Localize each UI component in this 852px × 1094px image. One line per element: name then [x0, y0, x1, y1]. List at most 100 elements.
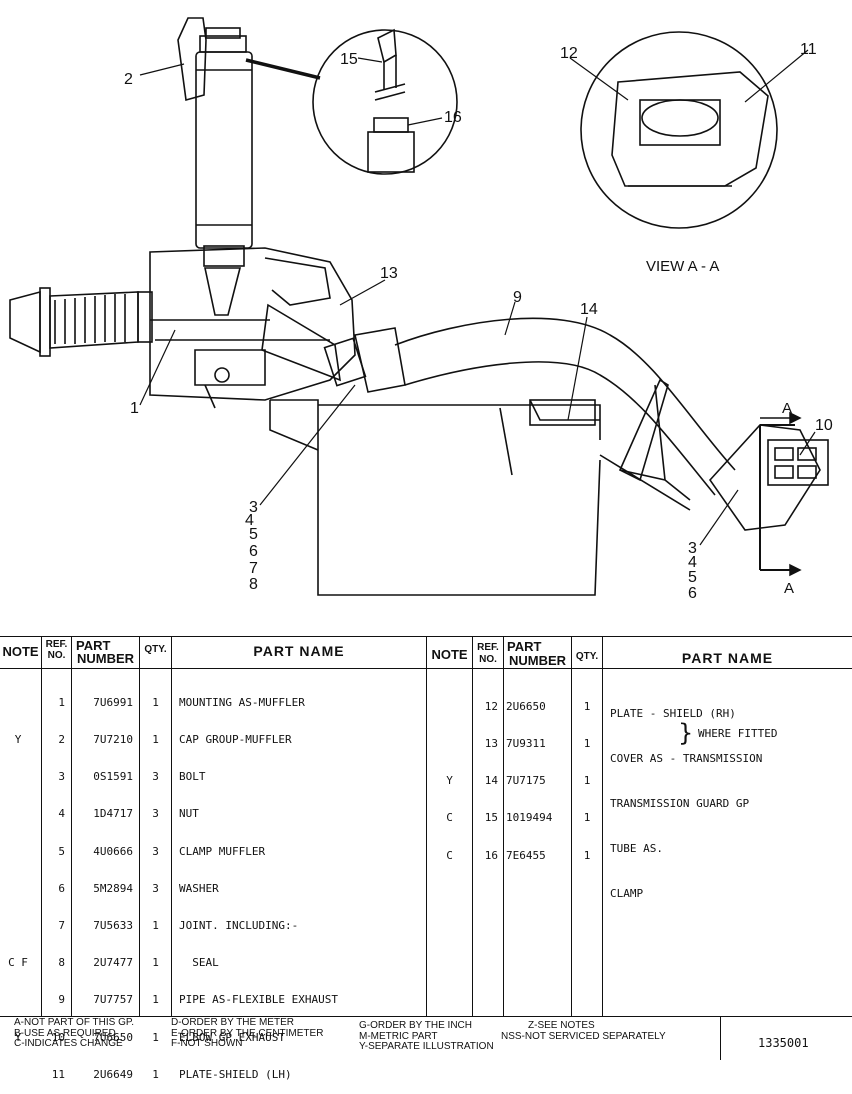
section-marker-bottom: A — [784, 580, 794, 597]
row-part-number: 7U7757 — [93, 993, 133, 1007]
table-bottom-border — [0, 1016, 852, 1017]
row-ref: 4 — [58, 807, 65, 821]
callout-labels: 2 1 3 4 5 6 7 8 13 9 14 10 12 11 15 16 3… — [124, 41, 833, 602]
header-ref-a: REF. — [477, 642, 499, 653]
row-qty: 1 — [583, 737, 591, 751]
row-ref: 9 — [58, 993, 65, 1007]
row-qty: 1 — [152, 993, 159, 1007]
row-part-number: 7U5633 — [93, 919, 133, 933]
divider — [602, 636, 603, 1016]
callout-1: 1 — [130, 400, 139, 417]
callout-11: 11 — [800, 41, 817, 58]
header-ref-b: NO. — [47, 650, 66, 661]
callout-8: 8 — [249, 576, 258, 593]
callout-leaders — [139, 49, 816, 546]
footer-code: F-NOT SHOWN — [171, 1038, 243, 1049]
divider — [472, 636, 473, 1016]
row-qty: 1 — [152, 1030, 159, 1044]
header-part-name: PART NAME — [253, 643, 345, 659]
row-part-name: SEAL — [179, 956, 219, 970]
brace-symbol: } — [678, 719, 694, 747]
row-part-name: ELBOW GP EXHAUST — [179, 1030, 285, 1044]
row-ref: 11 — [51, 1067, 65, 1081]
row-note — [0, 697, 36, 709]
callout-15: 15 — [340, 51, 358, 68]
row-ref: 10 — [51, 1030, 65, 1044]
row-part-name: TUBE AS. — [610, 842, 663, 855]
header-note: NOTE — [2, 644, 39, 659]
row-part-number: 7U9311 — [506, 737, 546, 751]
row-ref: 15 — [484, 811, 498, 825]
divider — [426, 636, 427, 1016]
row-part-number: 0S1591 — [93, 770, 133, 784]
callout-7: 7 — [249, 560, 258, 577]
callout-right-5: 5 — [688, 569, 697, 586]
header-part-b: NUMBER — [76, 651, 135, 666]
row-ref: 12 — [484, 699, 498, 713]
row-ref: 6 — [58, 881, 65, 895]
row-ref: 7 — [58, 919, 65, 933]
row-qty: 1 — [583, 811, 591, 825]
row-note — [427, 738, 472, 750]
row-part-number: 1D4717 — [93, 807, 133, 821]
callout-right-4: 4 — [688, 554, 697, 571]
row-part-name: WASHER — [179, 881, 219, 895]
footer-codes-4: Z-SEE NOTES NSS-NOT SERVICED SEPARATELY — [501, 1020, 666, 1042]
row-note: Y — [14, 1030, 22, 1044]
row-qty: 3 — [152, 770, 159, 784]
footer-code: B-USE AS REQUIRED — [14, 1027, 116, 1039]
header-ref-a: REF. — [45, 639, 68, 650]
row-part-name: NUT — [179, 807, 199, 821]
header-part-a: PART — [507, 639, 542, 654]
row-part-name: PLATE - SHIELD (RH) — [610, 707, 736, 720]
row-part-name: MOUNTING AS-MUFFLER — [179, 695, 305, 709]
row-part-number: 2U6649 — [93, 1067, 133, 1081]
footer-divider — [720, 1016, 721, 1060]
right-name-column: PLATE - SHIELD (RH) COVER AS - TRANSMISS… — [610, 676, 850, 916]
row-part-name: CAP GROUP-MUFFLER — [179, 733, 292, 747]
row-part-name: BOLT — [179, 770, 206, 784]
callout-10: 10 — [815, 417, 833, 434]
row-part-name: JOINT. INCLUDING:- — [179, 919, 299, 933]
row-ref: 8 — [58, 956, 65, 970]
footer-codes-2: D-ORDER BY THE METER E-ORDER BY THE CENT… — [171, 1017, 324, 1050]
row-part-number: 7U6991 — [93, 695, 133, 709]
row-qty: 3 — [152, 807, 159, 821]
row-part-name: TRANSMISSION GUARD GP — [610, 797, 750, 810]
row-ref: 5 — [58, 844, 65, 858]
row-qty: 1 — [583, 848, 591, 862]
footer-code: NSS-NOT SERVICED SEPARATELY — [501, 1030, 666, 1042]
row-qty: 3 — [152, 881, 159, 895]
callout-5: 5 — [249, 526, 258, 543]
row-part-number: 2U6650 — [506, 699, 546, 713]
callout-9: 9 — [513, 289, 522, 306]
section-marker-top: A — [782, 400, 792, 417]
right-part-column: 2U6650 7U9311 7U7175 1019494 7E6455 — [506, 676, 570, 874]
row-ref: 14 — [484, 774, 498, 788]
row-note — [0, 920, 36, 932]
left-qty-column: 1 1 3 3 3 3 1 1 1 1 1 — [140, 672, 171, 1094]
row-ref: 3 — [58, 770, 65, 784]
callout-4: 4 — [245, 512, 254, 529]
row-note — [0, 1069, 36, 1081]
row-note — [0, 994, 36, 1006]
row-qty: 3 — [152, 844, 159, 858]
row-note: Y — [446, 774, 453, 788]
exploded-parts-illustration: 2 1 3 4 5 6 7 8 13 9 14 10 12 11 15 16 3… — [9, 17, 833, 602]
row-note — [0, 808, 36, 820]
row-part-number: 7U7210 — [93, 733, 133, 747]
muffler-assembly-drawing — [9, 17, 829, 596]
view-label: VIEW A - A — [646, 258, 719, 275]
section-arrows — [760, 411, 802, 577]
row-part-name: COVER AS - TRANSMISSION — [610, 752, 763, 765]
where-fitted-note: WHERE FITTED — [698, 727, 778, 740]
left-note-column: Y C F Y — [0, 672, 36, 1094]
footer-code: A-NOT PART OF THIS GP. — [14, 1017, 135, 1028]
row-qty: 1 — [152, 919, 159, 933]
header-note: NOTE — [431, 647, 468, 662]
footer-codes-1: A-NOT PART OF THIS GP. B-USE AS REQUIRED… — [14, 1017, 135, 1050]
row-part-number: 7E6455 — [506, 848, 546, 862]
footer-code: E-ORDER BY THE CENTIMETER — [171, 1027, 324, 1039]
callout-3: 3 — [249, 499, 258, 516]
callout-right-3: 3 — [688, 540, 697, 557]
